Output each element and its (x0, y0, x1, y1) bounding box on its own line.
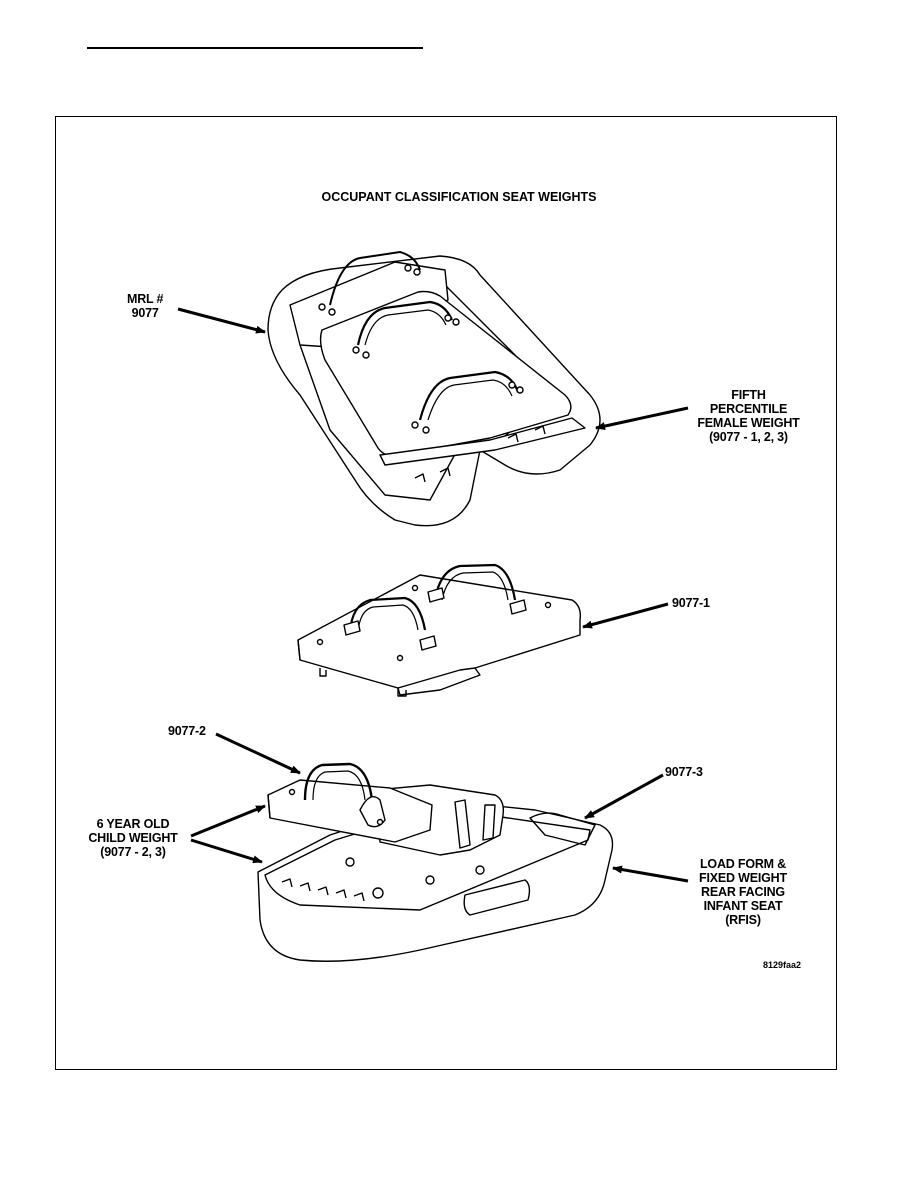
plate-9077-1 (297, 563, 582, 697)
arrow-child-weight-upper (190, 804, 266, 838)
arrow-load-form (612, 865, 689, 883)
arrow-child-weight-lower (190, 838, 263, 864)
arrow-9077-1 (582, 602, 669, 629)
label-child-weight: 6 YEAR OLD CHILD WEIGHT (9077 - 2, 3) (88, 817, 178, 859)
load-form-9077-3 (257, 784, 614, 962)
label-9077-1: 9077-1 (672, 596, 710, 610)
label-9077-3: 9077-3 (665, 765, 703, 779)
header-rule (87, 47, 423, 49)
label-9077-2: 9077-2 (168, 724, 206, 738)
diagram-title: OCCUPANT CLASSIFICATION SEAT WEIGHTS (321, 190, 597, 204)
leader-arrows (177, 307, 689, 883)
label-mrl: MRL # 9077 (127, 292, 164, 320)
image-code: 8129faa2 (763, 960, 802, 970)
figure-frame (55, 116, 837, 1070)
arrow-fifth-percentile (595, 406, 689, 430)
plate-9077-2 (267, 762, 433, 843)
label-fifth-percentile: FIFTH PERCENTILE FEMALE WEIGHT (9077 - 1… (697, 388, 800, 444)
arrow-9077-3 (584, 773, 664, 820)
arrow-mrl (177, 307, 266, 334)
arrow-9077-2 (215, 732, 301, 775)
assembled-weight-stack (267, 251, 601, 527)
label-load-form: LOAD FORM & FIXED WEIGHT REAR FACING INF… (699, 857, 787, 927)
